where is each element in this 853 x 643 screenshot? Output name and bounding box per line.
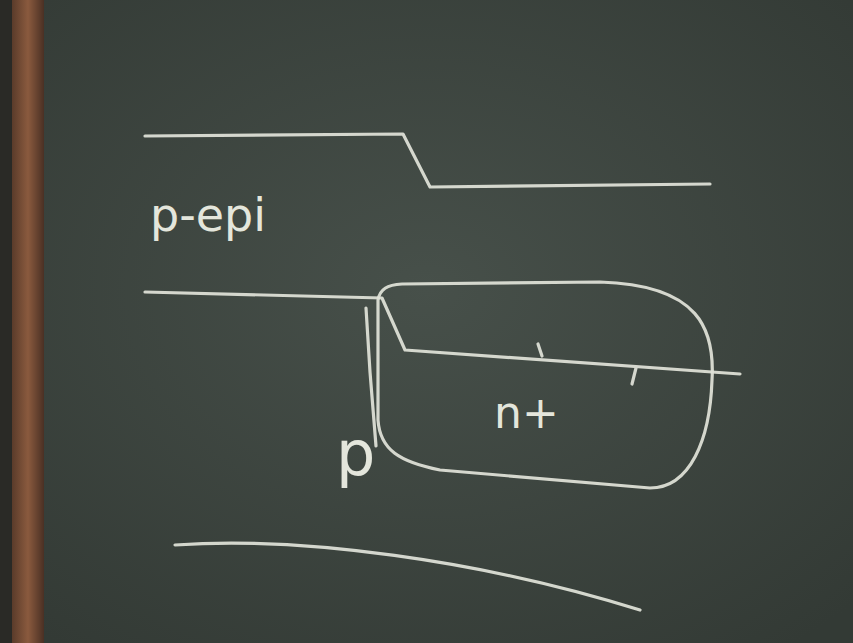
layer-label: p: [336, 420, 375, 488]
surface-line: [145, 134, 710, 187]
n-plus-region: n+: [362, 275, 717, 493]
board-shadow: [0, 0, 12, 643]
region-label: n+: [494, 389, 559, 437]
substrate-line: [175, 543, 640, 610]
region-outline: [362, 275, 717, 493]
tick-mark: [632, 368, 636, 384]
region-outline-path: [378, 282, 712, 488]
layer-label: p-epi: [150, 190, 266, 241]
tick-mark: [538, 344, 542, 356]
wood-frame: [12, 0, 44, 643]
epi-interface-line: [145, 292, 740, 374]
